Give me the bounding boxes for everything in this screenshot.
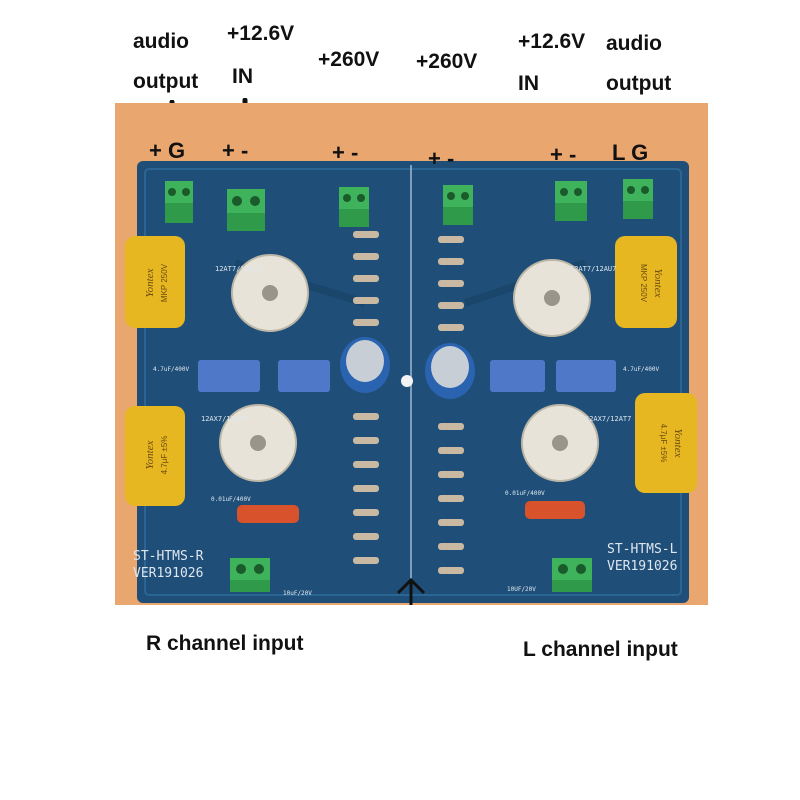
mounting-hole (401, 375, 413, 387)
left-hv-label: +260V (318, 48, 380, 71)
cap-brand-text: Yontex (144, 440, 156, 469)
terminal-block (443, 185, 473, 225)
cap-value-text: 4.7μF ±5% (160, 436, 169, 475)
box-capacitor (556, 360, 616, 392)
red-capacitor (237, 505, 299, 523)
down-arrow-icon (396, 577, 426, 605)
right-audio-output-label-1: audio (606, 32, 662, 55)
elec-cap-left: 10uF/20V (283, 590, 312, 597)
right-output-pin-label: L G (612, 140, 648, 165)
terminal-block (623, 179, 653, 219)
tube-label: 12AT7/12AU7 (215, 265, 261, 273)
tube-socket: 12AT7/12AU7 (215, 254, 309, 332)
right-power-in-label-1: +12.6V (518, 30, 586, 53)
left-power-in-label-2: IN (232, 65, 253, 88)
red-capacitor (525, 501, 585, 519)
box-capacitor (278, 360, 330, 392)
board-version-left: VER191026 (133, 566, 203, 581)
cap-value-text: 4.7μF ±5% (659, 424, 668, 463)
small-cap-right: 0.01uF/400V (505, 490, 545, 497)
terminal-block (165, 181, 193, 223)
elec-cap-right: 10UF/20V (507, 586, 536, 593)
right-hv-pin-label: + - (428, 146, 454, 171)
board-name-left: ST-HTMS-R (133, 549, 204, 564)
box-capacitor (490, 360, 545, 392)
tube-label: 12AX7/12AT7 (201, 415, 247, 423)
tube-socket: 12AT7/12AU7 (513, 259, 616, 337)
right-power-pin-label: + - (550, 142, 576, 167)
l-channel-input-label: L channel input (523, 638, 678, 661)
tube-socket: 12AX7/12AT7 (521, 404, 631, 482)
left-audio-output-label-2: output (133, 70, 199, 93)
cap-rating-left: 4.7uF/400V (153, 366, 190, 373)
electrolytic-capacitor (340, 337, 390, 393)
resistor-column-left (353, 231, 379, 564)
resistor-column-right (438, 236, 464, 574)
cap-brand-text: Yontex (652, 269, 664, 298)
left-power-in-label-1: +12.6V (227, 22, 295, 45)
film-capacitor: Yontex MKP 250V (125, 236, 185, 328)
film-capacitor: Yontex 4.7μF ±5% (635, 393, 697, 493)
left-power-pin-label: + - (222, 138, 248, 163)
cap-spec-text: MKP 250V (160, 263, 169, 302)
electrolytic-capacitor (425, 343, 475, 399)
left-hv-pin-label: + - (332, 140, 358, 165)
amplifier-pcb-photo: + G + - + - + - + - L G Yontex MKP 250V … (115, 103, 708, 605)
left-audio-output-label-1: audio (133, 30, 189, 53)
right-hv-label: +260V (416, 50, 478, 73)
input-terminal-block (552, 558, 592, 592)
cap-spec-text: MKP 250V (639, 264, 648, 303)
terminal-block (555, 181, 587, 221)
small-cap-left: 0.01uF/400V (211, 496, 251, 503)
cap-brand-text: Yontex (672, 429, 684, 458)
terminal-block (227, 189, 265, 231)
terminal-block (339, 187, 369, 227)
board-version-right: VER191026 (607, 559, 677, 574)
box-capacitor (198, 360, 260, 392)
tube-label: 12AX7/12AT7 (585, 415, 631, 423)
cap-brand-text: Yontex (144, 268, 156, 297)
r-channel-input-label: R channel input (146, 632, 304, 655)
cap-rating-right: 4.7uF/400V (623, 366, 660, 373)
tube-socket: 12AX7/12AT7 (201, 404, 297, 482)
right-audio-output-label-2: output (606, 72, 672, 95)
left-output-pin-label: + G (149, 138, 185, 163)
tube-label: 12AT7/12AU7 (570, 265, 616, 273)
input-terminal-block (230, 558, 270, 592)
film-capacitor: Yontex 4.7μF ±5% (125, 406, 185, 506)
right-power-in-label-2: IN (518, 72, 539, 95)
film-capacitor: Yontex MKP 250V (615, 236, 677, 328)
board-name-right: ST-HTMS-L (607, 542, 678, 557)
